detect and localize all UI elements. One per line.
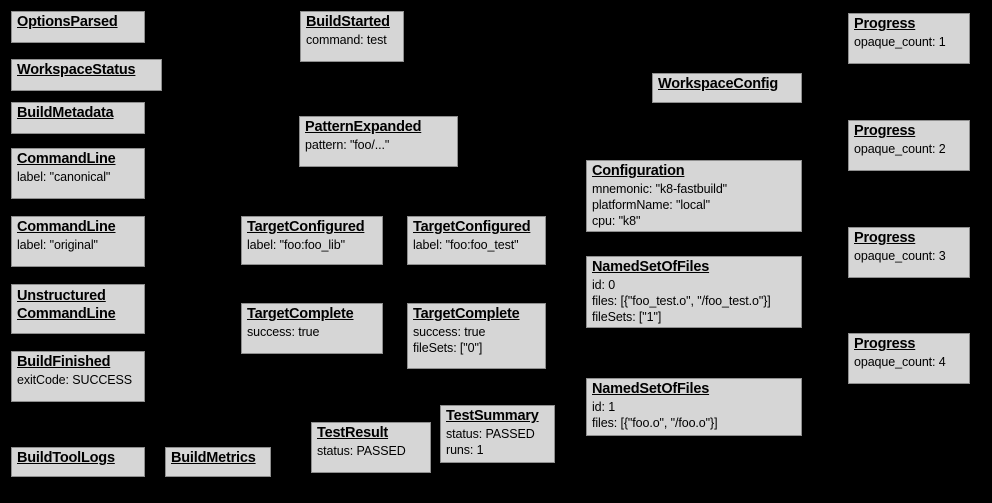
node-test-result[interactable]: TestResult status: PASSED <box>311 422 431 473</box>
node-field: success: true <box>247 324 320 339</box>
node-field: status: PASSED <box>317 443 406 458</box>
node-command-line-canonical[interactable]: CommandLine label: "canonical" <box>11 148 145 199</box>
node-field: label: "original" <box>17 237 98 252</box>
node-field: opaque_count: 1 <box>854 34 946 49</box>
node-field: runs: 1 <box>446 442 484 457</box>
node-title: CommandLine <box>17 219 116 235</box>
node-title: TargetConfigured <box>247 219 365 235</box>
node-build-finished[interactable]: BuildFinished exitCode: SUCCESS <box>11 351 145 402</box>
node-field: id: 1 <box>592 399 616 414</box>
node-field: label: "foo:foo_test" <box>413 237 519 252</box>
node-field: label: "canonical" <box>17 169 111 184</box>
node-title: Progress <box>854 16 916 32</box>
node-title: WorkspaceStatus <box>17 62 136 78</box>
node-workspace-config[interactable]: WorkspaceConfig <box>652 73 802 103</box>
node-title: Progress <box>854 336 916 352</box>
node-field: status: PASSED <box>446 426 535 441</box>
node-target-complete-lib[interactable]: TargetComplete success: true <box>241 303 383 354</box>
node-title: CommandLine <box>17 151 116 167</box>
node-title: BuildStarted <box>306 14 390 30</box>
node-title: TestSummary <box>446 408 539 424</box>
node-progress-3[interactable]: Progress opaque_count: 3 <box>848 227 970 278</box>
node-field: mnemonic: "k8-fastbuild" <box>592 181 728 196</box>
node-title: NamedSetOfFiles <box>592 259 710 275</box>
node-title: BuildToolLogs <box>17 450 115 466</box>
node-build-metrics[interactable]: BuildMetrics <box>165 447 271 477</box>
node-title: NamedSetOfFiles <box>592 381 710 397</box>
node-field: success: true <box>413 324 486 339</box>
node-title: TargetComplete <box>247 306 354 322</box>
node-title: BuildMetrics <box>171 450 256 466</box>
node-build-metadata[interactable]: BuildMetadata <box>11 102 145 134</box>
node-title: Progress <box>854 123 916 139</box>
node-target-configured-foo-test[interactable]: TargetConfigured label: "foo:foo_test" <box>407 216 546 265</box>
node-pattern-expanded[interactable]: PatternExpanded pattern: "foo/..." <box>299 116 458 167</box>
node-title: TargetConfigured <box>413 219 531 235</box>
node-field: opaque_count: 4 <box>854 354 946 369</box>
node-title: BuildMetadata <box>17 105 114 121</box>
node-field: cpu: "k8" <box>592 213 641 228</box>
node-build-tool-logs[interactable]: BuildToolLogs <box>11 447 145 477</box>
node-progress-4[interactable]: Progress opaque_count: 4 <box>848 333 970 384</box>
node-title: WorkspaceConfig <box>658 76 779 92</box>
node-title: BuildFinished <box>17 354 111 370</box>
node-field: files: [{"foo.o", "/foo.o"}] <box>592 415 718 430</box>
node-field: pattern: "foo/..." <box>305 137 390 152</box>
node-field: files: [{"foo_test.o", "/foo_test.o"}] <box>592 293 771 308</box>
node-field: fileSets: ["1"] <box>592 309 662 324</box>
node-field: exitCode: SUCCESS <box>17 372 133 387</box>
node-options-parsed[interactable]: OptionsParsed <box>11 11 145 43</box>
node-target-configured-foo-lib[interactable]: TargetConfigured label: "foo:foo_lib" <box>241 216 383 265</box>
node-progress-1[interactable]: Progress opaque_count: 1 <box>848 13 970 64</box>
node-title: TargetComplete <box>413 306 520 322</box>
node-title: PatternExpanded <box>305 119 422 135</box>
node-workspace-status[interactable]: WorkspaceStatus <box>11 59 162 91</box>
node-title: Configuration <box>592 163 685 179</box>
node-title-line: Unstructured <box>17 288 106 304</box>
node-build-started[interactable]: BuildStarted command: test <box>300 11 404 62</box>
node-field: label: "foo:foo_lib" <box>247 237 345 252</box>
node-progress-2[interactable]: Progress opaque_count: 2 <box>848 120 970 171</box>
node-command-line-original[interactable]: CommandLine label: "original" <box>11 216 145 267</box>
node-configuration[interactable]: Configuration mnemonic: "k8-fastbuild"pla… <box>586 160 802 232</box>
node-field: platformName: "local" <box>592 197 710 212</box>
node-field: command: test <box>306 32 387 47</box>
node-field: opaque_count: 2 <box>854 141 946 156</box>
node-field: opaque_count: 3 <box>854 248 946 263</box>
node-field: id: 0 <box>592 277 616 292</box>
node-title: TestResult <box>317 425 389 441</box>
node-title: OptionsParsed <box>17 14 118 30</box>
node-title: Progress <box>854 230 916 246</box>
node-title-line: CommandLine <box>17 305 116 322</box>
node-field: fileSets: ["0"] <box>413 340 483 355</box>
